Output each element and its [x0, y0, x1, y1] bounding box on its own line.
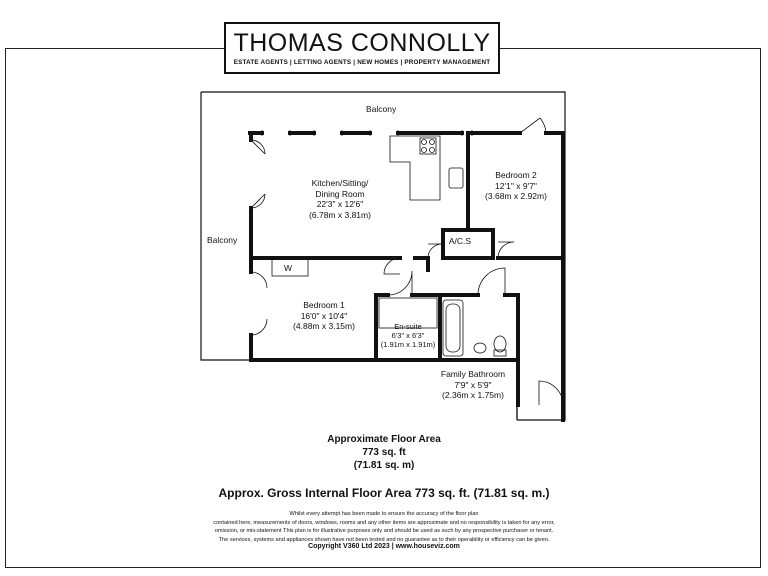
door-kitchen-left-1	[250, 139, 266, 155]
floor-area-sqm: (71.81 sq. m)	[353, 460, 415, 471]
kitchen-counter	[389, 135, 441, 201]
hob	[419, 137, 437, 155]
kitchen-name-2: Dining Room	[315, 188, 365, 199]
brand-logo: THOMAS CONNOLLY ESTATE AGENTS | LETTING …	[224, 22, 500, 74]
bedroom2-imperial: 12'1" x 9'7"	[495, 180, 537, 191]
disclaimer-line: The services, systems and appliances sho…	[218, 536, 550, 543]
bathroom-name: Family Bathroom	[440, 369, 506, 379]
bedroom1-name: Bedroom 1	[303, 300, 345, 310]
disclaimer-line: contained here, measurements of doors, w…	[213, 519, 555, 526]
wardrobe-label: W	[284, 263, 293, 273]
bathroom-imperial: 7'9" x 5'9"	[454, 379, 492, 390]
acs-walls	[441, 228, 495, 260]
bathtub	[442, 299, 464, 357]
gross-area: Approx. Gross Internal Floor Area 773 sq…	[218, 486, 550, 500]
balcony-left-label: Balcony	[207, 235, 238, 245]
bedroom1-imperial: 16'0" x 10'4"	[300, 310, 348, 321]
sink	[448, 167, 464, 189]
door-bathroom	[477, 267, 506, 296]
door-kitchen-hall	[427, 243, 443, 259]
bedroom1-label: Bedroom 1 16'0" x 10'4" (4.88m x 3.15m)	[282, 300, 366, 332]
wardrobe	[271, 257, 309, 277]
door-bedroom1-left	[250, 271, 268, 336]
ensuite-label: En-suite 6'3" x 6'3" (1.91m x 1.91m)	[376, 322, 440, 349]
ensuite-name: En-suite	[394, 322, 422, 331]
bathroom-label: Family Bathroom 7'9" x 5'9" (2.36m x 1.7…	[434, 369, 512, 401]
toilet	[493, 335, 507, 353]
basin	[473, 342, 487, 354]
brand-name: THOMAS CONNOLLY	[233, 29, 491, 57]
kitchen-metric: (6.78m x 3.81m)	[309, 209, 371, 220]
brand-tagline: ESTATE AGENTS | LETTING AGENTS | NEW HOM…	[233, 59, 491, 66]
kitchen-label: Kitchen/Sitting/ Dining Room 22'3" x 12'…	[296, 178, 384, 220]
bedroom1-metric: (4.88m x 3.15m)	[293, 321, 355, 331]
door-bed1	[383, 257, 401, 275]
bedroom2-metric: (3.68m x 2.92m)	[485, 191, 547, 201]
ensuite-imperial: 6'3" x 6'3"	[391, 331, 425, 340]
floor-area-title: Approximate Floor Area	[327, 434, 441, 445]
window-top	[261, 130, 473, 136]
floor-area-sqft: 773 sq. ft	[362, 447, 406, 458]
acs-label: A/C.S	[448, 236, 472, 246]
shower-tray	[378, 297, 438, 329]
bathroom-metric: (2.36m x 1.75m)	[442, 390, 504, 400]
bathroom-walls	[438, 293, 520, 362]
disclaimer-line: omission, or mis-statement This plan is …	[214, 528, 554, 535]
floor-area: Approximate Floor Area 773 sq. ft (71.81…	[0, 433, 768, 472]
balcony-top-label: Balcony	[366, 104, 397, 114]
door-ensuite	[387, 270, 413, 296]
disclaimer-line: Whilst every attempt has been made to en…	[289, 511, 479, 517]
door-top-right	[519, 117, 547, 134]
disclaimer: Whilst every attempt has been made to en…	[0, 510, 768, 544]
door-kitchen-left-2	[250, 193, 266, 209]
door-entrance	[538, 380, 564, 406]
bedroom2-label: Bedroom 2 12'1" x 9'7" (3.68m x 2.92m)	[476, 170, 556, 202]
kitchen-name-1: Kitchen/Sitting/	[311, 178, 369, 188]
ensuite-metric: (1.91m x 1.91m)	[380, 340, 436, 349]
door-bed2	[497, 241, 515, 259]
copyright: Copyright V360 Ltd 2023 | www.houseviz.c…	[308, 543, 460, 550]
bedroom2-name: Bedroom 2	[495, 170, 537, 180]
kitchen-imperial: 22'3" x 12'6"	[316, 199, 364, 209]
